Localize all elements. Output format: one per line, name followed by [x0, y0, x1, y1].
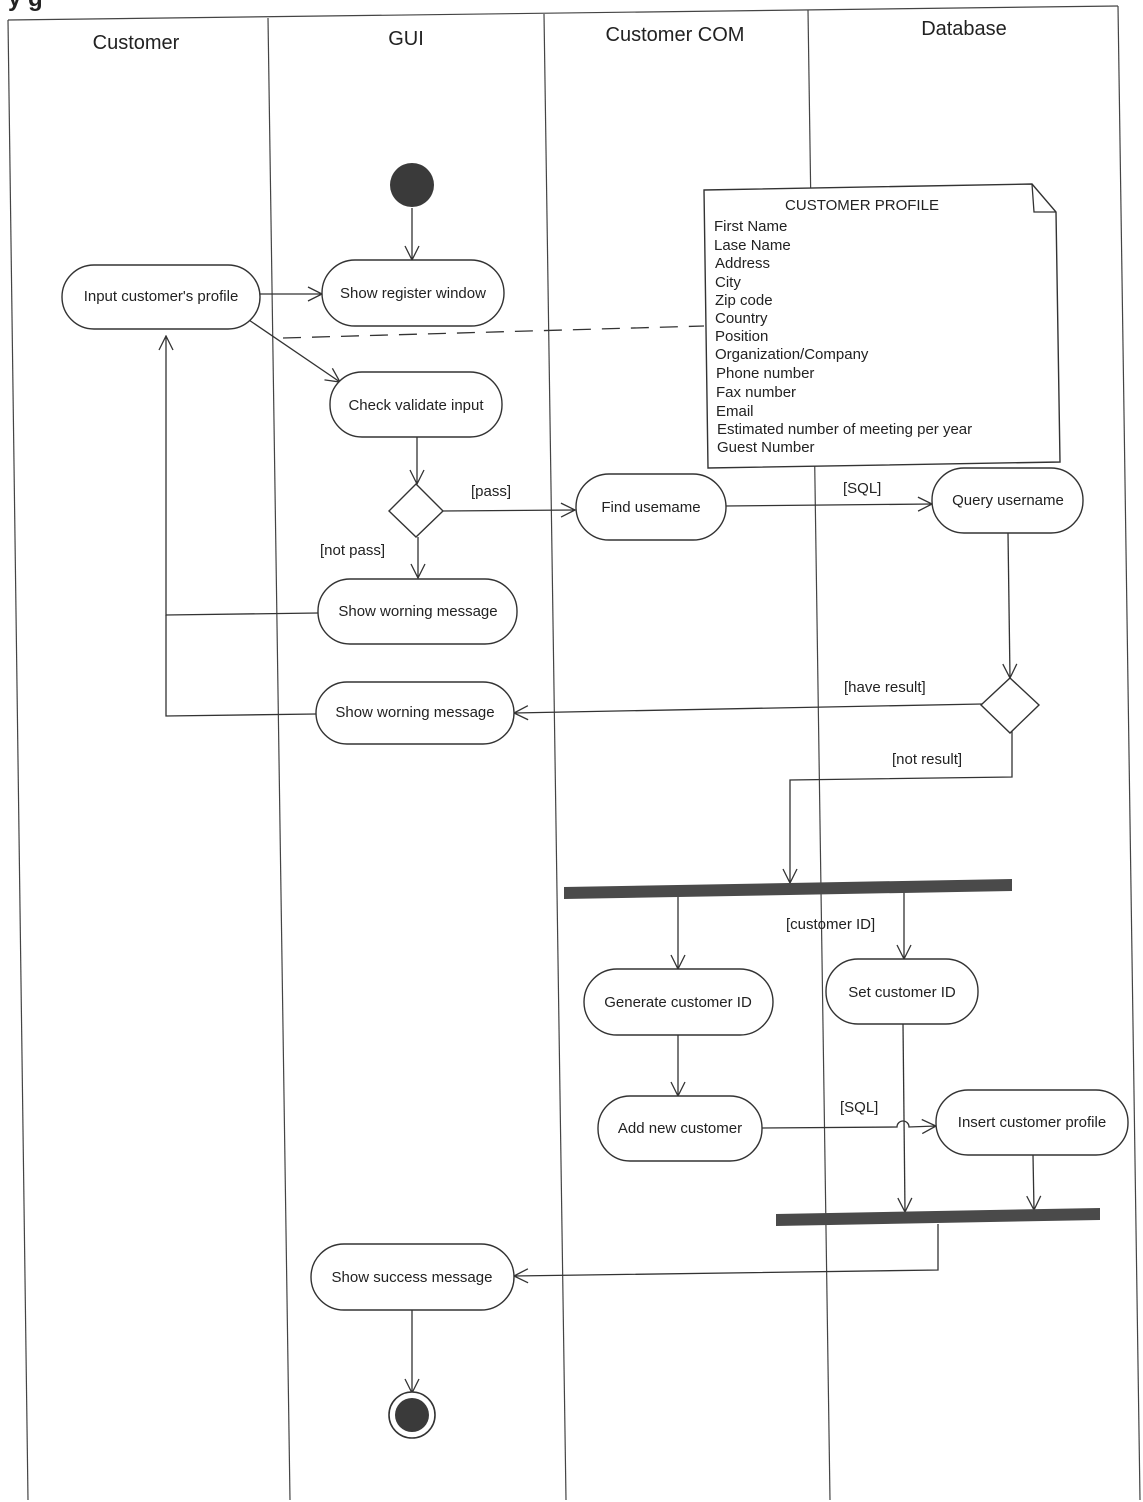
guard-sql: [SQL] — [843, 480, 881, 497]
initial-node — [390, 163, 434, 207]
activity-show-warning-message: Show worning message — [315, 681, 515, 745]
guard-not-pass: [not pass] — [320, 542, 385, 559]
svg-text:Show register window: Show register window — [340, 285, 486, 302]
swimlane-database: Database — [921, 18, 1007, 40]
swimlane-gui: GUI — [388, 28, 424, 50]
note-field: Zip code — [715, 292, 773, 309]
svg-text:Generate customer ID: Generate customer ID — [604, 994, 752, 1011]
svg-text:Query username: Query username — [952, 492, 1064, 509]
swimlane-customer: Customer — [93, 32, 180, 54]
edges — [166, 208, 1034, 1393]
final-node — [388, 1391, 436, 1439]
activity-find-username: Find usemame — [575, 473, 727, 541]
activity-input-profile: Input customer's profile — [61, 264, 261, 330]
activity-show-success-message: Show success message — [310, 1243, 515, 1311]
guard-pass: [pass] — [471, 483, 511, 500]
note-title: CUSTOMER PROFILE — [785, 197, 939, 214]
activity-add-new-customer: Add new customer — [597, 1095, 763, 1162]
activity-show-warning-message: Show worning message — [317, 578, 518, 645]
note-field: Phone number — [716, 365, 814, 382]
note-field: Lase Name — [714, 237, 791, 254]
note-field: First Name — [714, 218, 787, 235]
note-field: Country — [715, 310, 768, 327]
note-field: Organization/Company — [715, 346, 869, 363]
svg-text:Add new customer: Add new customer — [618, 1120, 742, 1137]
guard-have-result: [have result] — [844, 679, 926, 696]
svg-text:Show worning message: Show worning message — [338, 603, 497, 620]
activity-set-customer-id: Set customer ID — [825, 958, 979, 1025]
svg-text:Set customer ID: Set customer ID — [848, 984, 956, 1001]
activity-check-validate-input: Check validate input — [329, 371, 503, 438]
svg-text:Check validate input: Check validate input — [348, 397, 484, 414]
svg-text:Input customer's profile: Input customer's profile — [84, 288, 239, 305]
note-field: Email — [716, 403, 754, 420]
guard-customer-id: [customer ID] — [786, 916, 875, 933]
svg-text:Show worning message: Show worning message — [335, 704, 494, 721]
svg-text:Show success message: Show success message — [332, 1269, 493, 1286]
note-field: City — [715, 274, 741, 291]
swimlane-customer-com: Customer COM — [606, 24, 745, 46]
svg-text:Find usemame: Find usemame — [601, 499, 700, 516]
decision-validate — [388, 483, 444, 538]
fork-bar — [564, 879, 1012, 899]
note-field: Position — [715, 328, 768, 345]
note-field: Fax number — [716, 384, 796, 401]
guard-not-result: [not result] — [892, 751, 962, 768]
activity-insert-customer-profile: Insert customer profile — [935, 1089, 1129, 1156]
note-field: Guest Number — [717, 439, 815, 456]
guard-sql: [SQL] — [840, 1099, 878, 1116]
note-connector — [282, 325, 705, 339]
join-bar — [776, 1208, 1100, 1226]
decision-result — [979, 677, 1041, 734]
activity-query-username: Query username — [931, 467, 1084, 534]
svg-text:Insert customer profile: Insert customer profile — [958, 1114, 1106, 1131]
activity-generate-customer-id: Generate customer ID — [583, 968, 774, 1036]
activity-show-register-window: Show register window — [321, 259, 505, 327]
customer-profile-note: CUSTOMER PROFILE First Name Lase Name Ad… — [703, 183, 1061, 469]
note-field: Address — [715, 255, 770, 272]
note-field: Estimated number of meeting per year — [717, 421, 972, 438]
page-heading: y g — [8, 0, 43, 12]
